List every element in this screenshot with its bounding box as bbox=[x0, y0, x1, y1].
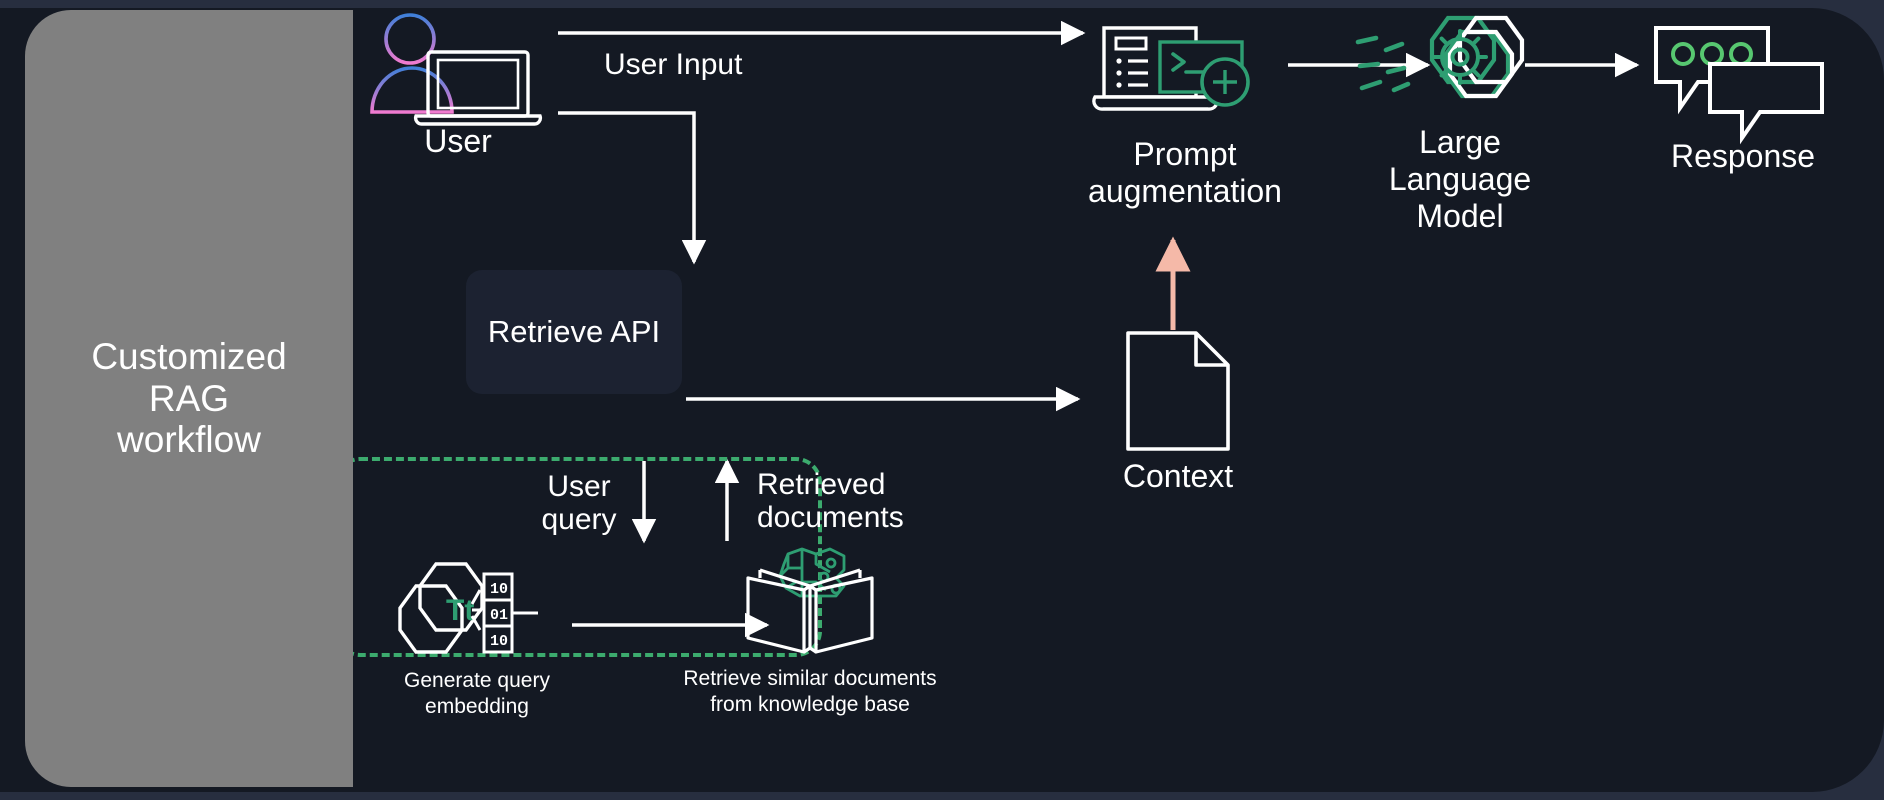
node-user[interactable]: User bbox=[368, 8, 548, 160]
svg-text:10: 10 bbox=[490, 633, 508, 650]
embedding-glyph: Tt bbox=[446, 594, 474, 627]
edge-label-user-query: User query bbox=[541, 470, 617, 536]
node-context[interactable]: Context bbox=[1088, 328, 1268, 495]
node-large-language-model-label: Large Language Model bbox=[1388, 124, 1532, 234]
node-knowledge-base[interactable]: Retrieve similar documents from knowledg… bbox=[660, 547, 960, 717]
node-generate-embedding-label: Generate query embedding bbox=[404, 669, 550, 718]
user-laptop-icon bbox=[370, 13, 543, 126]
svg-text:10: 10 bbox=[490, 581, 508, 598]
hexagon-tt-binary-icon: Tt 10 01 10 bbox=[398, 562, 538, 654]
node-retrieve-api-label: Retrieve API bbox=[487, 314, 661, 350]
open-book-brain-icon bbox=[746, 547, 874, 654]
node-large-language-model[interactable]: Large Language Model bbox=[1350, 8, 1570, 234]
node-response-label: Response bbox=[1670, 138, 1816, 174]
node-response[interactable]: Response bbox=[1628, 20, 1858, 175]
node-context-label: Context bbox=[1122, 458, 1234, 494]
page-title: Customized RAG workflow bbox=[91, 335, 287, 461]
chat-bubbles-icon bbox=[1654, 26, 1824, 145]
left-title-panel: Customized RAG workflow bbox=[25, 10, 353, 787]
edge-label-user-input: User Input bbox=[604, 48, 743, 81]
svg-text:01: 01 bbox=[490, 607, 508, 624]
node-prompt-augmentation-label: Prompt augmentation bbox=[1088, 136, 1282, 209]
document-lines-icon bbox=[1126, 331, 1230, 454]
edge-label-retrieved-documents: Retrieved documents bbox=[757, 468, 904, 534]
hexagon-gear-icon bbox=[1355, 15, 1525, 99]
node-prompt-augmentation[interactable]: Prompt augmentation bbox=[1080, 10, 1290, 210]
node-generate-embedding[interactable]: Tt 10 01 10 Generate query embedding bbox=[352, 560, 602, 719]
node-knowledge-base-label: Retrieve similar documents from knowledg… bbox=[683, 667, 937, 716]
node-user-label: User bbox=[424, 123, 492, 159]
laptop-terminal-plus-icon bbox=[1092, 26, 1250, 111]
node-retrieve-api[interactable]: Retrieve API bbox=[466, 270, 682, 394]
